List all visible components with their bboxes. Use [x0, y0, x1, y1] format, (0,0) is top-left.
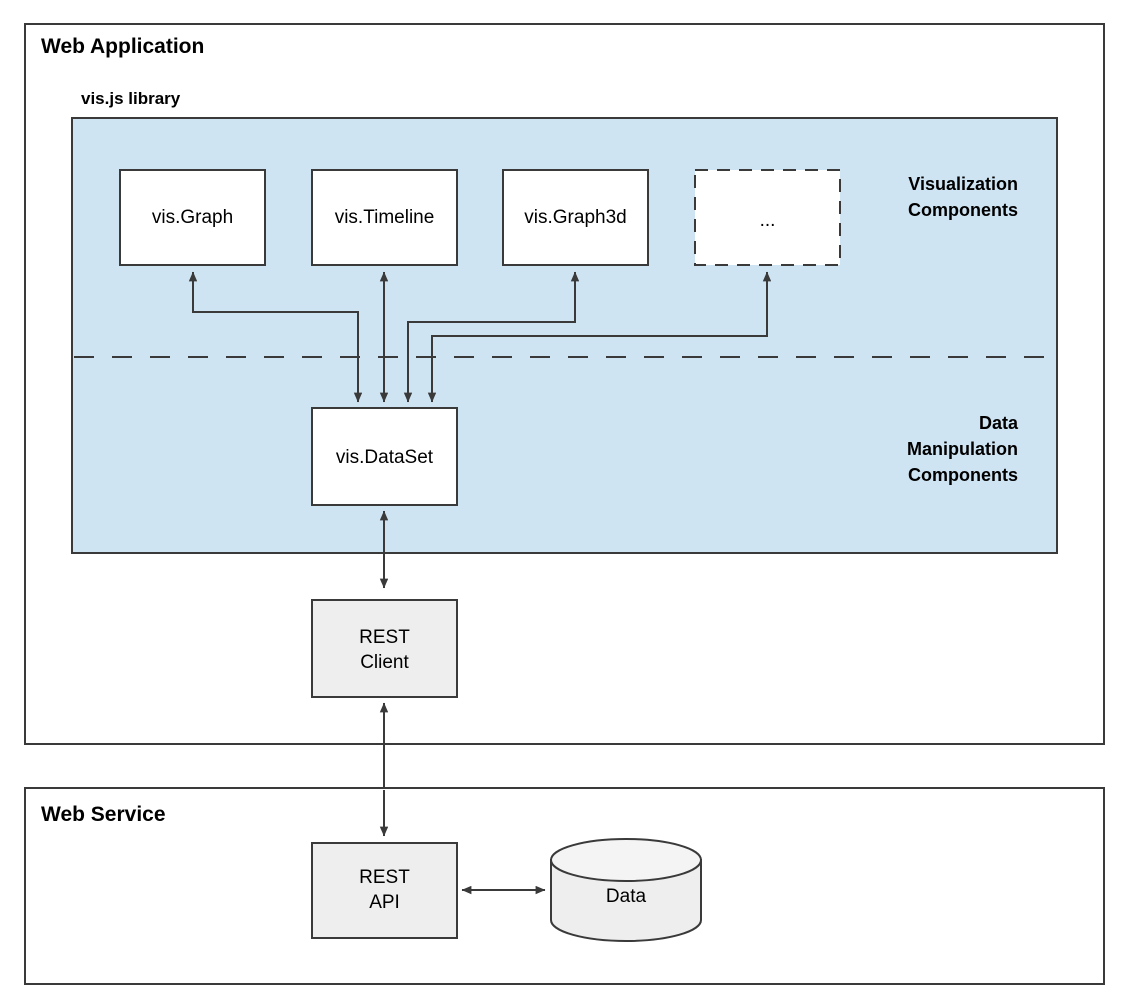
data-store-label: Data	[606, 886, 647, 907]
data-manipulation-components-label: Data Manipulation Components	[907, 413, 1019, 485]
rest-client-box[interactable]	[311, 599, 458, 698]
data-manipulation-label-line-1: Data	[979, 413, 1019, 433]
connector-dataset-vis-graph	[188, 271, 363, 403]
web-application-title: Web Application	[41, 35, 204, 58]
connector-dataset-more	[427, 271, 772, 403]
component-rest-client[interactable]: REST Client	[311, 599, 458, 698]
rest-client-label-line-2: Client	[360, 652, 409, 673]
vis-timeline-box[interactable]	[311, 169, 458, 266]
rest-client-label-line-1: REST	[359, 627, 410, 648]
component-data-store[interactable]: Data	[550, 838, 702, 942]
rest-api-label-line-2: API	[369, 892, 400, 913]
data-store-cylinder-top	[550, 838, 702, 882]
component-rest-api[interactable]: REST API	[311, 842, 458, 939]
component-vis-graph[interactable]: vis.Graph	[119, 169, 266, 266]
web-service-title: Web Service	[41, 803, 166, 826]
visualization-label-line-2: Components	[908, 200, 1018, 220]
component-vis-graph3d[interactable]: vis.Graph3d	[502, 169, 649, 266]
visualization-component-boxes: vis.Graph vis.Timeline vis.Graph3d ...	[119, 169, 841, 266]
vis-dataset-box[interactable]	[311, 407, 458, 506]
visjs-library-title: vis.js library	[81, 89, 181, 108]
data-manipulation-label-line-3: Components	[908, 465, 1018, 485]
data-manipulation-label-line-2: Manipulation	[907, 439, 1018, 459]
vis-graph-box[interactable]	[119, 169, 266, 266]
visualization-label-line-1: Visualization	[908, 174, 1018, 194]
more-components-label: ...	[760, 210, 776, 231]
vis-graph-label: vis.Graph	[152, 207, 233, 228]
rest-api-box[interactable]	[311, 842, 458, 939]
component-more[interactable]: ...	[694, 169, 841, 266]
visualization-components-label: Visualization Components	[908, 174, 1018, 220]
more-components-box[interactable]	[694, 169, 841, 266]
dataset-connectors	[188, 271, 772, 403]
vis-dataset-label: vis.DataSet	[336, 447, 434, 468]
component-vis-dataset[interactable]: vis.DataSet	[311, 407, 458, 506]
rest-api-label-line-1: REST	[359, 867, 410, 888]
vis-graph3d-box[interactable]	[502, 169, 649, 266]
vis-graph3d-label: vis.Graph3d	[524, 207, 626, 228]
component-vis-timeline[interactable]: vis.Timeline	[311, 169, 458, 266]
data-store-cylinder-body[interactable]	[550, 859, 702, 942]
vis-timeline-label: vis.Timeline	[335, 207, 435, 228]
